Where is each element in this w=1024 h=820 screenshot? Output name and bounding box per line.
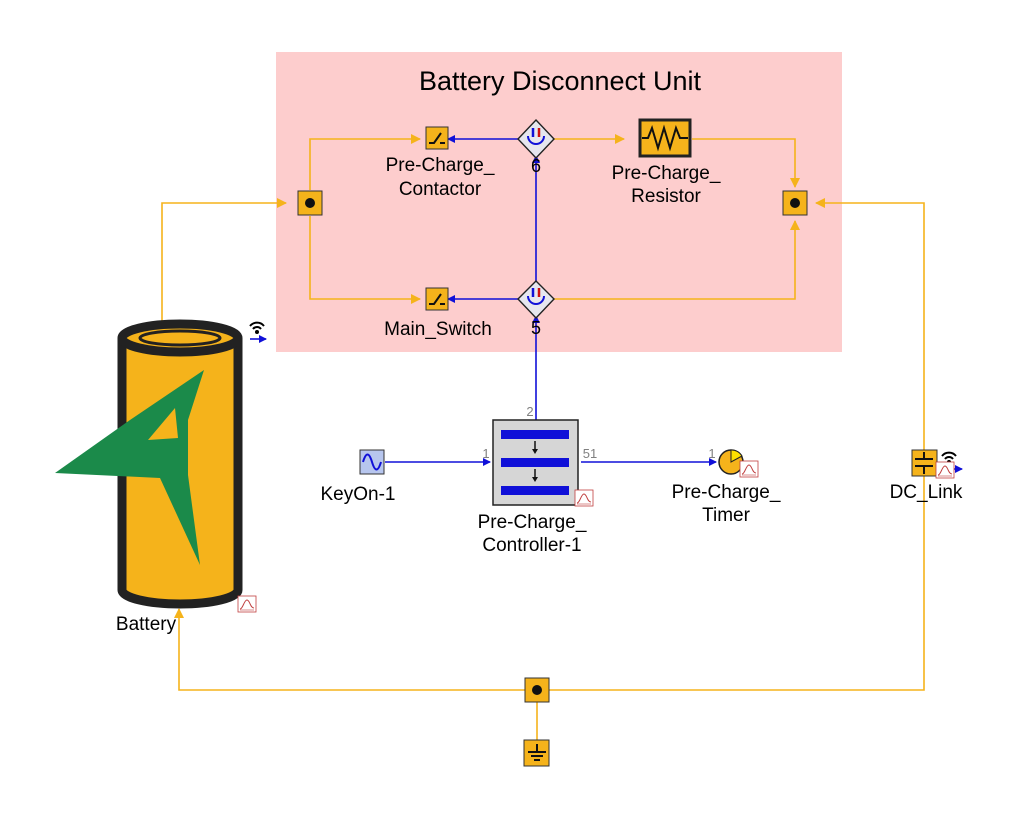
pre-charge-resistor-label-2: Resistor (631, 186, 701, 207)
battery-disconnect-unit-group[interactable]: Battery Disconnect Unit (276, 52, 842, 352)
left-junction-node[interactable] (297, 190, 323, 216)
junction-node-icon (305, 198, 315, 208)
demux-block-bottom[interactable]: 5 (517, 280, 555, 338)
main-switch-label: Main_Switch (384, 319, 492, 340)
group-title: Battery Disconnect Unit (419, 66, 702, 96)
pre-charge-contactor-block[interactable]: Pre-Charge_ Contactor (386, 126, 495, 200)
wire-battery-to-left-node[interactable] (161, 198, 287, 332)
controller-label-1: Pre-Charge_ (478, 512, 587, 533)
sine-source-icon (362, 453, 382, 471)
battery-label: Battery (116, 614, 177, 635)
controller-label-2: Controller-1 (482, 535, 581, 556)
controller-right-port: 51 (583, 446, 597, 461)
wire-resistor-to-right-node[interactable] (692, 138, 800, 188)
switch-icon (429, 132, 445, 144)
dclink-plot-icon[interactable] (935, 461, 955, 479)
main-switch-block[interactable]: Main_Switch (384, 287, 492, 340)
controller-plot-icon[interactable] (574, 489, 594, 507)
state-chart-icon (501, 430, 569, 495)
pre-charge-contactor-label-2: Contactor (399, 179, 482, 200)
battery-block[interactable]: Battery (55, 319, 265, 635)
switch-icon (429, 293, 445, 305)
pre-charge-resistor-block[interactable]: Pre-Charge_ Resistor (612, 118, 721, 207)
ground-junction-node[interactable] (524, 677, 550, 703)
timer-label-1: Pre-Charge_ (672, 482, 781, 503)
timer-label-2: Timer (702, 505, 751, 526)
timer-icon (718, 449, 744, 475)
junction-node-icon (532, 685, 542, 695)
junction-node-icon (790, 198, 800, 208)
wireless-icon (249, 321, 265, 335)
wire-dclink-to-ground-node[interactable] (549, 476, 925, 691)
demux-block-top[interactable]: 6 (517, 118, 555, 176)
capacitor-icon (915, 452, 933, 474)
ground-icon (528, 744, 546, 761)
pre-charge-contactor-label-1: Pre-Charge_ (386, 155, 495, 176)
wire-left-node-to-contactor[interactable] (309, 134, 421, 190)
wire-main-switch-to-right-node[interactable] (552, 220, 800, 300)
signal-demux-icon (527, 128, 545, 145)
dc-link-block[interactable]: DC_Link (890, 449, 963, 503)
controller-top-port: 2 (526, 404, 533, 419)
pre-charge-timer-block[interactable]: 1 Pre-Charge_ Timer (672, 446, 781, 526)
ground-block[interactable] (523, 739, 550, 767)
controller-left-port: 1 (482, 446, 489, 461)
demux-top-index: 6 (531, 156, 541, 176)
timer-input-port: 1 (708, 446, 715, 461)
pre-charge-controller-block[interactable]: 2 1 51 Pre-Charge_ Controller-1 (478, 404, 598, 556)
right-junction-node[interactable] (782, 190, 808, 216)
pre-charge-resistor-label-1: Pre-Charge_ (612, 163, 721, 184)
battery-plot-icon[interactable] (237, 595, 257, 613)
resistor-icon (642, 124, 688, 152)
demux-bottom-index: 5 (531, 318, 541, 338)
timer-plot-icon[interactable] (739, 460, 759, 478)
group-background (276, 52, 842, 352)
dc-link-label: DC_Link (890, 482, 963, 503)
keyon-block[interactable]: KeyOn-1 (321, 449, 396, 505)
wire-left-node-to-main-switch[interactable] (309, 216, 421, 304)
electrical-wires (161, 134, 925, 740)
wire-ground-node-to-battery[interactable] (174, 608, 527, 691)
signal-demux-icon (527, 288, 545, 305)
wire-dclink-to-right-node[interactable] (815, 198, 925, 450)
keyon-label: KeyOn-1 (321, 484, 396, 505)
